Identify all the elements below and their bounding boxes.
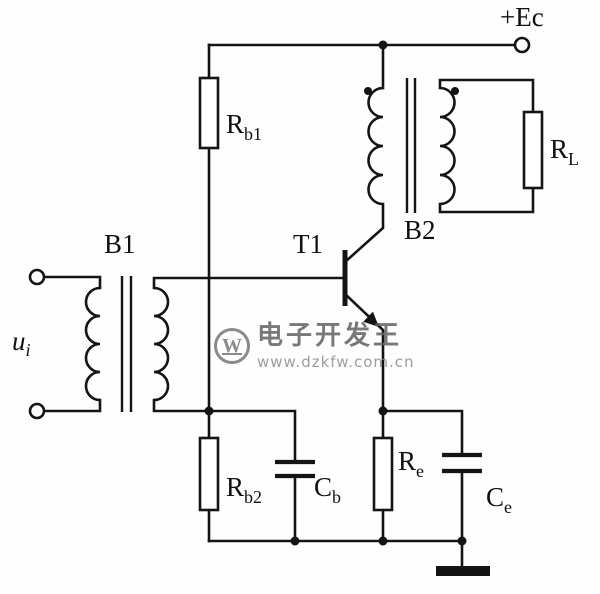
b2-secondary-winding (439, 86, 456, 206)
t1-label: T1 (293, 229, 323, 259)
b2-primary-polarity-dot (364, 87, 372, 95)
ce-label: Ce (486, 482, 512, 517)
junction-top-rail (378, 40, 388, 50)
wire-ce-branch (381, 409, 464, 457)
transistor-t1 (342, 250, 379, 327)
wire-b2-secondary-top (438, 78, 535, 114)
input-signal-label: ui (12, 326, 31, 360)
capacitor-ce (442, 452, 482, 474)
cb-label: Cb (314, 472, 341, 507)
junction-dots (204, 40, 467, 546)
resistor-rl (522, 110, 544, 190)
b2-label: B2 (404, 215, 436, 245)
wire-b1-primary-bottom (42, 398, 102, 413)
rb2-label: Rb2 (226, 472, 262, 507)
resistor-rb1 (198, 76, 220, 150)
resistor-rb2 (198, 436, 220, 512)
circuit-wires (42, 43, 535, 567)
wire-collector (343, 202, 385, 264)
junction-re-ground (378, 536, 388, 546)
rl-label: RL (550, 134, 579, 169)
wire-b1-primary-top (42, 275, 102, 290)
junction-cb-ground (290, 536, 300, 546)
wire-b1-secondary-bottom (152, 398, 211, 413)
junction-bias-node (204, 406, 214, 416)
junction-emitter-node (378, 406, 388, 416)
input-terminal-top (28, 268, 46, 286)
supply-label: +Ec (500, 2, 544, 32)
transformer-b2 (364, 78, 459, 213)
b1-primary-winding (84, 286, 101, 402)
re-label: Re (398, 446, 424, 481)
rb1-label: Rb1 (226, 109, 262, 144)
junction-ce-ground (457, 536, 467, 546)
b1-label: B1 (104, 229, 136, 259)
b2-secondary-polarity-dot (451, 87, 459, 95)
wire-base-lead (152, 276, 347, 290)
supply-terminal (513, 36, 531, 54)
resistor-re (372, 436, 394, 512)
capacitor-cb (275, 459, 315, 479)
b1-secondary-winding (153, 286, 170, 402)
t1-emitter-arrow (363, 311, 379, 327)
wire-cb-branch (207, 409, 297, 464)
wire-b2-secondary-bottom (438, 186, 535, 214)
input-terminal-bottom (28, 402, 46, 420)
wire-emitter (343, 292, 385, 440)
b2-primary-winding (367, 86, 384, 206)
transformer-b1 (84, 276, 170, 412)
